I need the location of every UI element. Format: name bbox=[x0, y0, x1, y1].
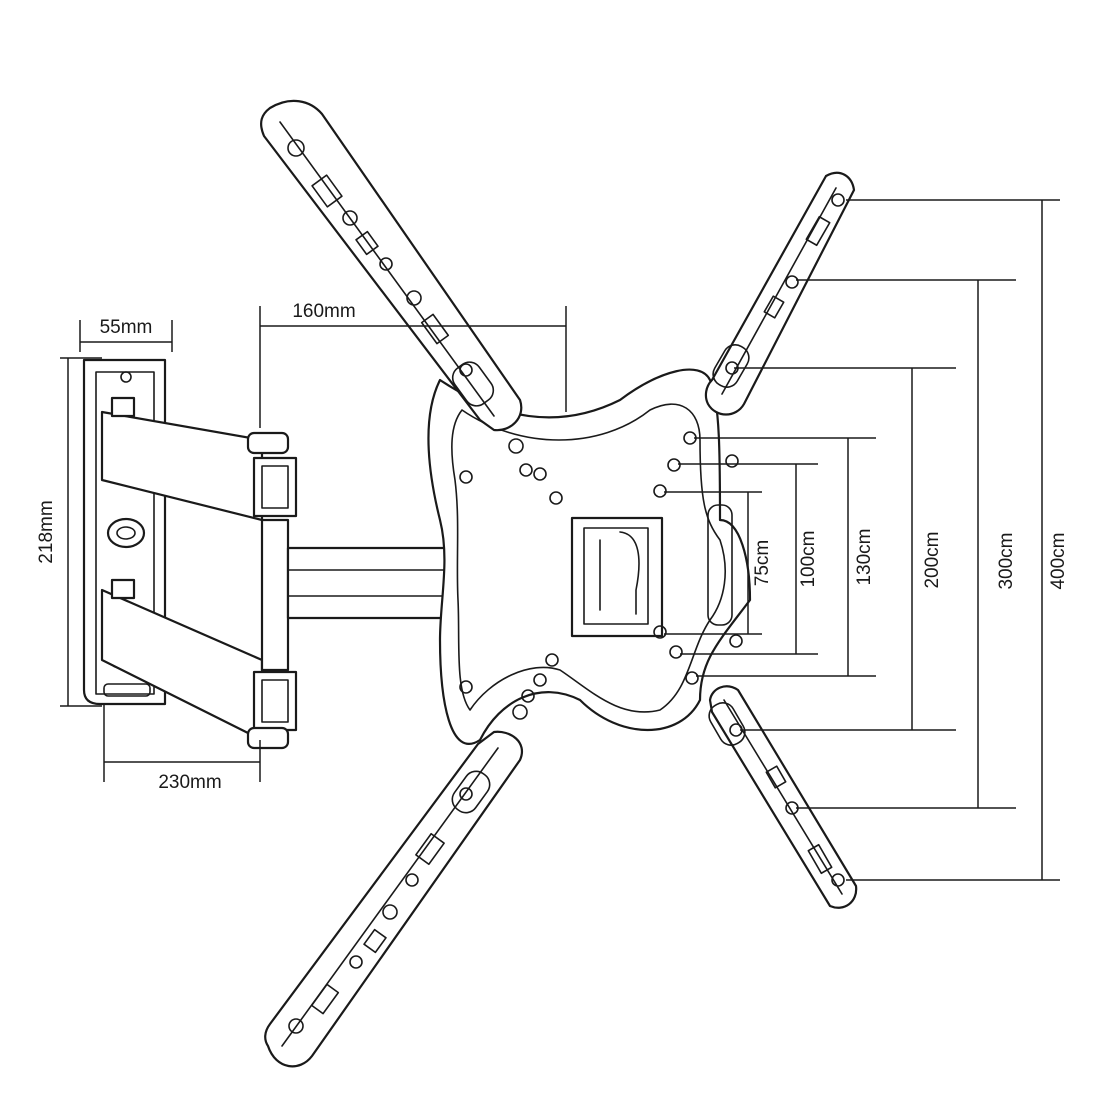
label-300cm: 300cm bbox=[996, 532, 1017, 589]
label-55mm: 55mm bbox=[100, 317, 153, 338]
center-bracket bbox=[427, 368, 752, 745]
arm-lower-left bbox=[264, 653, 559, 1068]
label-400cm: 400cm bbox=[1048, 532, 1069, 589]
dimension-lines-right bbox=[664, 199, 1060, 881]
swing-arms bbox=[100, 396, 502, 750]
arm-lower-right bbox=[708, 685, 858, 909]
label-100cm: 100cm bbox=[798, 530, 819, 587]
label-160mm: 160mm bbox=[292, 301, 355, 322]
label-130cm: 130cm bbox=[854, 528, 875, 585]
label-200cm: 200cm bbox=[922, 531, 943, 588]
arm-upper-left bbox=[260, 99, 563, 505]
arm-upper-right bbox=[704, 171, 856, 416]
label-218mm: 218mm bbox=[36, 500, 57, 563]
label-75cm: 75cm bbox=[752, 540, 773, 586]
label-230mm: 230mm bbox=[158, 772, 221, 793]
dimension-lines-left bbox=[60, 306, 567, 782]
